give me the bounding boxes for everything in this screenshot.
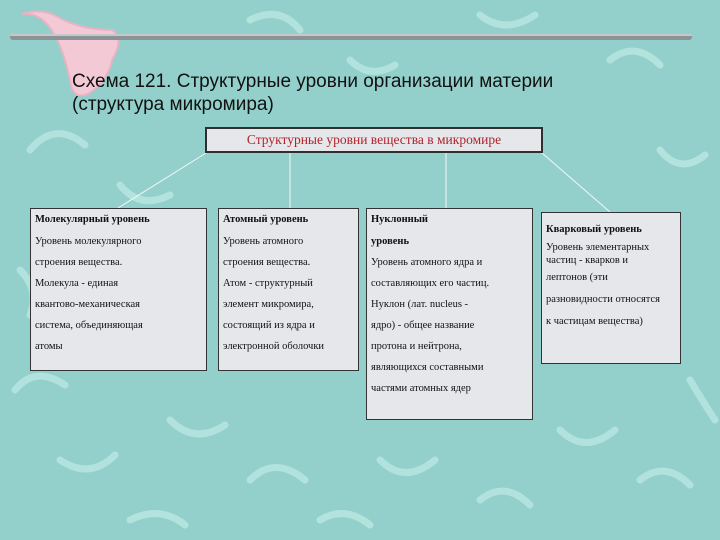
- quark-level-line: разновидности относятся: [546, 294, 660, 305]
- boomerang-logo: [21, 10, 120, 97]
- atomic-level-line: Уровень атомного: [223, 236, 304, 247]
- nucleon-level-title: Нуклонный: [371, 214, 428, 225]
- molecular-level-line: квантово-механическая: [35, 299, 141, 310]
- molecular-level-box: Молекулярный уровень Уровень молекулярно…: [30, 208, 207, 371]
- nucleon-level-line: Уровень атомного ядра и: [371, 257, 483, 268]
- micro-levels-header: Структурные уровни вещества в микромире: [205, 127, 543, 153]
- molecular-level-line: атомы: [35, 341, 63, 352]
- nucleon-level-line: протона и нейтрона,: [371, 341, 462, 352]
- nucleon-level-line: составляющих его частиц.: [371, 278, 490, 289]
- quark-level-line: лептонов (эти: [546, 272, 608, 283]
- nucleon-level-line: Нуклон (лат. nucleus -: [371, 299, 469, 310]
- atomic-level-line: состоящий из ядра и: [223, 320, 315, 331]
- nucleon-level-line: ядро) - общее название: [371, 320, 475, 331]
- quark-level-line: Уровень элементарных: [546, 242, 650, 253]
- quark-level-title: Кварковый уровень: [546, 224, 642, 235]
- atomic-level-box: Атомный уровень Уровень атомного строени…: [218, 208, 359, 371]
- nucleon-level-line: частями атомных ядер: [371, 383, 471, 394]
- nucleon-level-title-continued: уровень: [371, 236, 410, 247]
- quark-level-line: к частицам вещества): [546, 316, 643, 327]
- quark-level-box: Кварковый уровень Уровень элементарных ч…: [541, 212, 681, 364]
- atomic-level-line: электронной оболочки: [223, 341, 325, 352]
- page-title-line-2: (структура микромира): [72, 94, 274, 115]
- molecular-level-line: Молекула - единая: [35, 278, 119, 289]
- nucleon-level-box: Нуклонный уровень Уровень атомного ядра …: [366, 208, 533, 420]
- micro-levels-header-label: Структурные уровни вещества в микромире: [246, 132, 502, 147]
- atomic-level-title: Атомный уровень: [223, 214, 309, 225]
- molecular-level-title: Молекулярный уровень: [35, 214, 150, 225]
- molecular-level-line: Уровень молекулярного: [35, 236, 142, 247]
- page-title: Схема 121. Структурные уровни организаци…: [72, 70, 672, 116]
- atomic-level-line: Атом - структурный: [223, 278, 313, 289]
- quark-level-line: частиц - кварков и: [546, 255, 629, 266]
- page-title-line-1: Схема 121. Структурные уровни организаци…: [72, 71, 554, 92]
- molecular-level-line: система, объединяющая: [35, 320, 143, 331]
- nucleon-level-line: являющихся составными: [371, 362, 484, 373]
- atomic-level-line: строения вещества.: [223, 257, 311, 268]
- atomic-level-line: элемент микромира,: [223, 299, 314, 310]
- molecular-level-line: строения вещества.: [35, 257, 123, 268]
